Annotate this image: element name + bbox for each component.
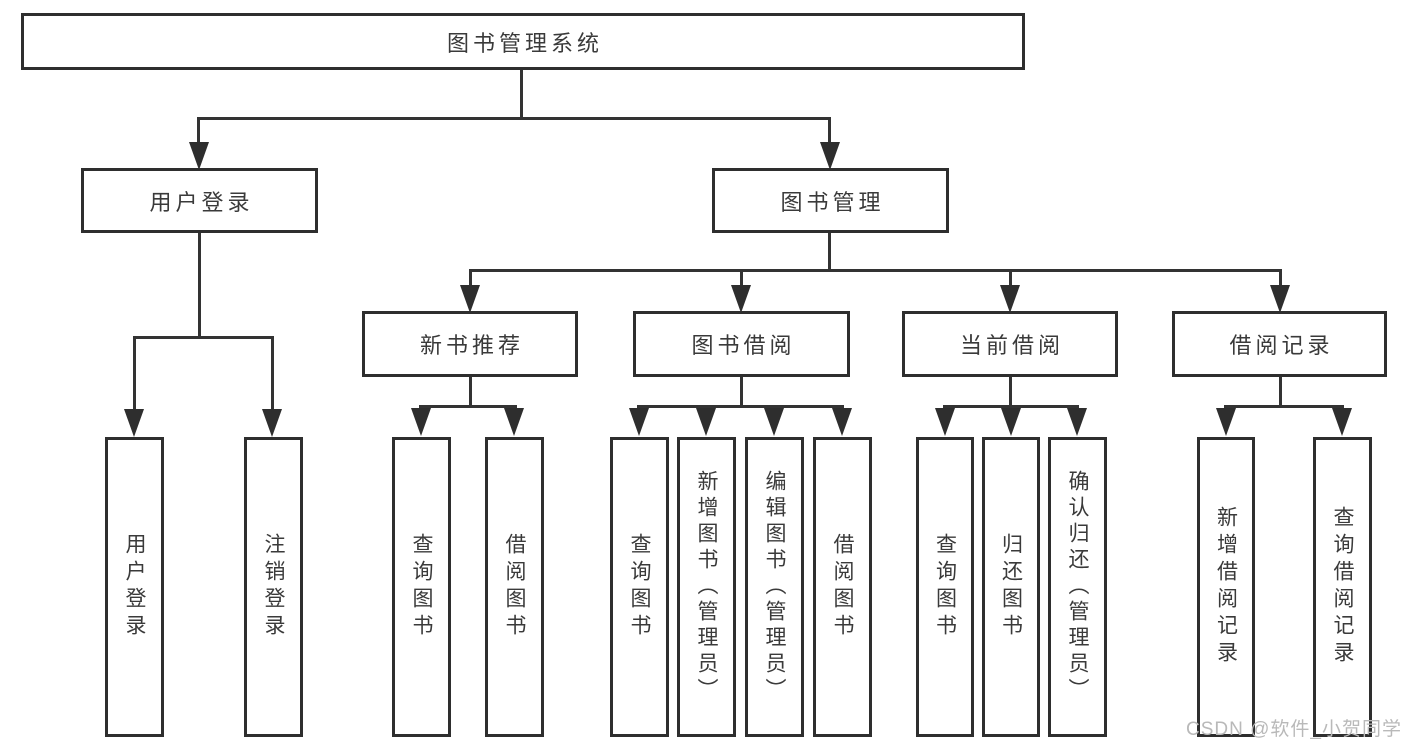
node-query-borrow-record-label: 查询借阅记录 — [1331, 506, 1354, 668]
node-book-management: 图书管理 — [712, 168, 949, 233]
arrowhead-new-book — [460, 285, 480, 313]
connector-book-borrowing-rail — [637, 405, 844, 408]
arrowhead-book-management — [820, 142, 840, 170]
node-query-books-current-label: 查询图书 — [933, 533, 957, 641]
node-current-borrowing: 当前借阅 — [902, 311, 1118, 377]
connector-drop-leaf-logout — [271, 336, 274, 412]
node-query-books-recommend: 查询图书 — [392, 437, 451, 737]
connector-root-stem — [520, 69, 523, 119]
arrowhead-edit-books-admin — [764, 408, 784, 436]
connector-new-book-stem — [469, 377, 472, 408]
node-edit-books-admin: 编辑图书（管理员） — [745, 437, 804, 737]
node-book-borrowing-label: 图书借阅 — [691, 333, 796, 358]
node-add-borrow-record: 新增借阅记录 — [1197, 437, 1255, 737]
node-borrow-books-recommend-label: 借阅图书 — [503, 533, 526, 641]
node-confirm-return-admin: 确认归还（管理员） — [1048, 437, 1107, 737]
connector-user-login-rail — [133, 336, 274, 339]
node-book-borrowing: 图书借阅 — [633, 311, 850, 377]
connector-user-login-stem — [198, 232, 201, 338]
node-add-books-admin: 新增图书（管理员） — [677, 437, 736, 737]
node-return-books: 归还图书 — [982, 437, 1040, 737]
connector-current-borrowing-stem — [1009, 377, 1012, 408]
node-book-management-label: 图书管理 — [780, 189, 885, 215]
node-user-login-label: 用户登录 — [149, 189, 254, 215]
node-root: 图书管理系统 — [21, 13, 1025, 70]
node-borrow-books-borrowing: 借阅图书 — [813, 437, 872, 737]
arrowhead-book-borrowing — [731, 285, 751, 313]
connector-drop-user-login — [197, 117, 200, 145]
node-query-borrow-record: 查询借阅记录 — [1313, 437, 1372, 737]
node-new-book-recommend: 新书推荐 — [362, 311, 578, 377]
arrowhead-user-login — [189, 142, 209, 170]
connector-borrowing-records-rail — [1224, 405, 1344, 408]
node-edit-books-admin-label: 编辑图书（管理员） — [763, 470, 786, 704]
connector-drop-book-management — [828, 117, 831, 145]
connector-drop-new-book — [469, 269, 472, 289]
connector-drop-borrowing-records — [1279, 269, 1282, 289]
node-return-books-label: 归还图书 — [999, 533, 1023, 641]
arrowhead-current-borrowing — [1000, 285, 1020, 313]
connector-drop-current-borrowing — [1009, 269, 1012, 289]
arrowhead-query-books-current — [935, 408, 955, 436]
arrowhead-query-borrow-record — [1332, 408, 1352, 436]
node-borrow-books-recommend: 借阅图书 — [485, 437, 544, 737]
node-confirm-return-admin-label: 确认归还（管理员） — [1066, 470, 1089, 704]
csdn-watermark: CSDN @软件_小贺同学 — [1186, 719, 1402, 740]
node-leaf-user-login: 用户登录 — [105, 437, 164, 737]
node-leaf-logout-label: 注销登录 — [262, 533, 285, 641]
node-leaf-user-login-label: 用户登录 — [123, 533, 146, 641]
arrowhead-query-books-recommend — [411, 408, 431, 436]
arrowhead-query-books-borrowing — [629, 408, 649, 436]
node-leaf-logout: 注销登录 — [244, 437, 303, 737]
node-query-books-current: 查询图书 — [916, 437, 974, 737]
connector-new-book-rail — [419, 405, 517, 408]
node-query-books-recommend-label: 查询图书 — [410, 533, 433, 641]
node-current-borrowing-label: 当前借阅 — [959, 333, 1064, 358]
arrowhead-borrow-books-borrowing — [832, 408, 852, 436]
connector-current-borrowing-rail — [943, 405, 1079, 408]
node-new-book-recommend-label: 新书推荐 — [419, 333, 524, 358]
connector-drop-leaf-login — [133, 336, 136, 412]
connector-drop-book-borrowing — [740, 269, 743, 289]
connector-level3-rail — [469, 269, 1282, 272]
node-borrow-books-borrowing-label: 借阅图书 — [831, 533, 854, 641]
node-add-books-admin-label: 新增图书（管理员） — [695, 470, 718, 704]
node-borrowing-records-label: 借阅记录 — [1229, 333, 1334, 358]
node-query-books-borrowing-label: 查询图书 — [628, 533, 651, 641]
node-borrowing-records: 借阅记录 — [1172, 311, 1387, 377]
arrowhead-confirm-return-admin — [1067, 408, 1087, 436]
node-query-books-borrowing: 查询图书 — [610, 437, 669, 737]
node-root-label: 图书管理系统 — [446, 30, 603, 56]
arrowhead-leaf-logout — [262, 409, 282, 437]
arrowhead-borrow-books-recommend — [504, 408, 524, 436]
connector-level2-rail — [197, 117, 831, 120]
arrowhead-return-books — [1001, 408, 1021, 436]
arrowhead-add-books-admin — [696, 408, 716, 436]
arrowhead-leaf-login — [124, 409, 144, 437]
arrowhead-add-borrow-record — [1216, 408, 1236, 436]
node-add-borrow-record-label: 新增借阅记录 — [1214, 506, 1238, 668]
connector-borrowing-records-stem — [1279, 377, 1282, 408]
connector-book-borrowing-stem — [740, 377, 743, 408]
arrowhead-borrowing-records — [1270, 285, 1290, 313]
connector-book-management-stem — [828, 232, 831, 272]
node-user-login: 用户登录 — [81, 168, 318, 233]
